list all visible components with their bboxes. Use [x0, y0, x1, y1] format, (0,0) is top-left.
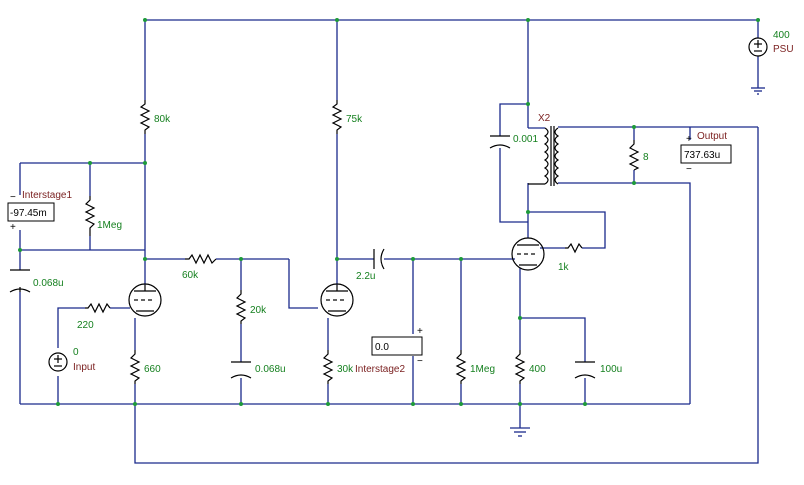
- tube-stage2: [320, 283, 354, 317]
- label-input-value: 0: [73, 347, 79, 358]
- label-r-220: 220: [77, 320, 94, 331]
- svg-text:+: +: [686, 134, 692, 145]
- label-r-400: 400: [529, 364, 546, 375]
- resistor-1k: [565, 242, 583, 254]
- resistor-220: [85, 302, 111, 314]
- label-psu-value: 400: [773, 30, 790, 41]
- meter-interstage1-reading: -97.45m: [10, 208, 47, 219]
- meter-interstage2-reading: 0.0: [375, 342, 389, 353]
- resistor-75k: [331, 100, 343, 134]
- tube-output: [511, 237, 545, 271]
- labels: 80k 75k 1Meg 60k 220 660 20k 30k 1Meg 40…: [22, 30, 794, 375]
- label-psu-name: PSU: [773, 44, 794, 55]
- svg-text:+: +: [417, 326, 423, 337]
- resistor-1meg-b: [455, 350, 467, 384]
- label-input-name: Input: [73, 362, 95, 373]
- label-r-1k: 1k: [558, 262, 570, 273]
- input-source: [48, 352, 68, 372]
- label-meter-output: Output: [697, 131, 727, 142]
- label-c-0068a: 0.068u: [33, 278, 64, 289]
- label-r-30k: 30k: [337, 364, 354, 375]
- label-r-8: 8: [643, 152, 649, 163]
- svg-text:−: −: [10, 192, 16, 203]
- resistor-60k: [185, 253, 217, 265]
- resistor-symbols: [84, 100, 640, 384]
- label-r-1meg-a: 1Meg: [97, 220, 122, 231]
- meter-output-reading: 737.63u: [684, 150, 720, 161]
- resistor-400: [514, 350, 526, 384]
- meter-interstage1: -97.45m − +: [7, 192, 55, 233]
- svg-text:−: −: [686, 164, 692, 175]
- meter-output: 737.63u + −: [680, 134, 732, 175]
- capacitor-100u: [574, 361, 596, 379]
- resistor-80k: [139, 100, 151, 134]
- svg-text:−: −: [417, 356, 423, 367]
- capacitor-symbols: [9, 135, 596, 379]
- label-c-100u: 100u: [600, 364, 622, 375]
- resistor-8: [628, 140, 640, 171]
- label-meter-interstage2: Interstage2: [355, 364, 405, 375]
- meter-interstage2: 0.0 + −: [371, 326, 423, 367]
- node-dots: [18, 18, 760, 406]
- transformer-x2: [528, 126, 560, 186]
- capacitor-0068a: [9, 269, 31, 293]
- tube-stage1: [128, 283, 162, 317]
- label-r-60k: 60k: [182, 270, 199, 281]
- wires: [19, 19, 765, 464]
- label-r-20k: 20k: [250, 305, 267, 316]
- label-c-22: 2.2u: [356, 271, 375, 282]
- label-r-80k: 80k: [154, 114, 171, 125]
- label-c-0001: 0.001: [513, 134, 538, 145]
- label-transformer: X2: [538, 113, 551, 124]
- label-r-1meg-b: 1Meg: [470, 364, 495, 375]
- label-r-75k: 75k: [346, 114, 363, 125]
- label-meter-interstage1: Interstage1: [22, 190, 72, 201]
- label-r-660: 660: [144, 364, 161, 375]
- resistor-660: [129, 350, 141, 384]
- capacitor-0068b: [230, 361, 252, 379]
- psu-source: [748, 37, 768, 57]
- svg-text:+: +: [10, 222, 16, 233]
- capacitor-22: [373, 248, 385, 270]
- label-c-0068b: 0.068u: [255, 364, 286, 375]
- resistor-1meg-a: [84, 196, 96, 236]
- resistor-30k: [322, 350, 334, 384]
- capacitor-0001: [489, 135, 511, 149]
- resistor-20k: [235, 290, 247, 324]
